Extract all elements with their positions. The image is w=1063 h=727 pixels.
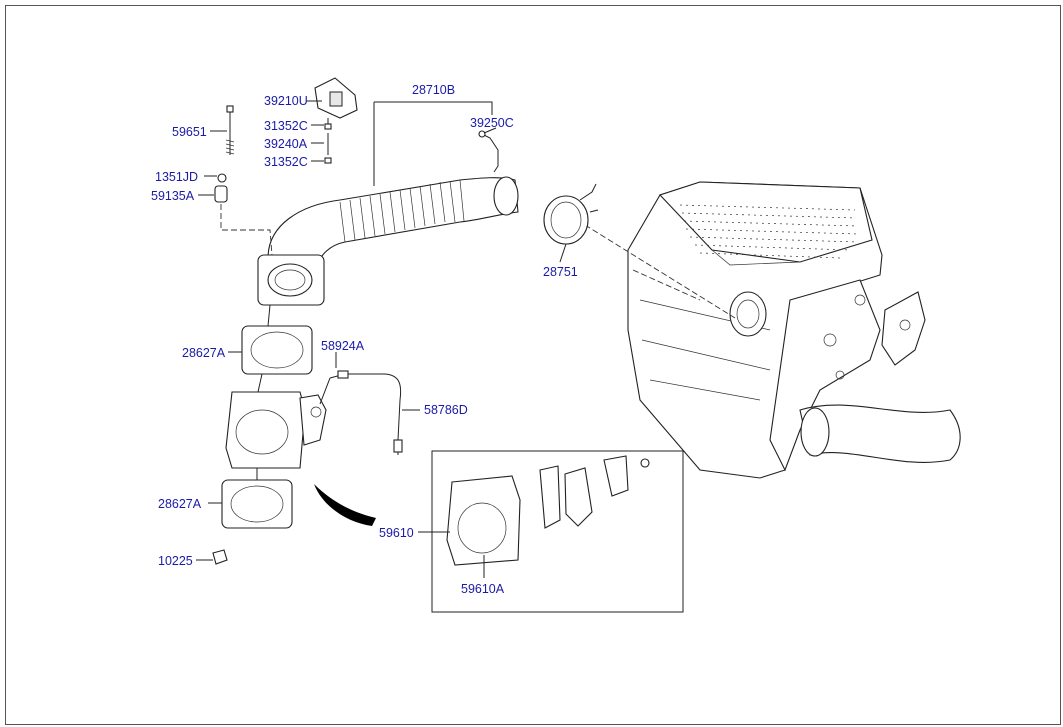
- tube-39250C[interactable]: [478, 130, 499, 173]
- label-31352C-lower[interactable]: 31352C: [264, 155, 308, 169]
- outlet-pipe: [799, 404, 961, 463]
- spacer-59135A[interactable]: [214, 185, 228, 203]
- label-58786D[interactable]: 58786D: [424, 403, 468, 417]
- label-1351JD[interactable]: 1351JD: [155, 170, 198, 184]
- label-28627A-lower[interactable]: 28627A: [158, 497, 202, 511]
- nut-10225[interactable]: [212, 549, 228, 565]
- label-31352C-upper[interactable]: 31352C: [264, 119, 308, 133]
- bellows-corrugation: [339, 179, 465, 243]
- washer-1351JD[interactable]: [217, 173, 227, 183]
- pressure-sensor-39210U[interactable]: [314, 77, 358, 128]
- gasket-lower[interactable]: [221, 479, 293, 529]
- leader-lines: [196, 100, 567, 578]
- label-58924A[interactable]: 58924A: [321, 339, 365, 353]
- diagram-frame: [5, 5, 1061, 725]
- label-28751[interactable]: 28751: [543, 265, 578, 279]
- label-28627A-upper[interactable]: 28627A: [182, 346, 226, 360]
- mounting-bracket: [769, 279, 926, 472]
- pipe-58786D[interactable]: [329, 370, 403, 455]
- flex-pipe[interactable]: [257, 176, 519, 306]
- throttle-body-left[interactable]: [225, 391, 327, 469]
- throttle-body-detail[interactable]: [446, 455, 650, 566]
- label-10225[interactable]: 10225: [158, 554, 193, 568]
- bolt-59651[interactable]: [225, 105, 235, 155]
- clip-31352C-upper[interactable]: [324, 123, 332, 130]
- label-59135A[interactable]: 59135A: [151, 189, 195, 203]
- callout-pointer: [314, 484, 376, 526]
- label-59610A[interactable]: 59610A: [461, 582, 505, 596]
- vent-holes-pattern: [679, 204, 859, 259]
- clip-31352C-lower[interactable]: [324, 157, 332, 164]
- label-28710B[interactable]: 28710B: [412, 83, 455, 97]
- muffler-assembly[interactable]: [584, 181, 961, 479]
- gasket-upper[interactable]: [241, 325, 313, 375]
- label-59651[interactable]: 59651: [172, 125, 207, 139]
- label-59610[interactable]: 59610: [379, 526, 414, 540]
- clamp-28751[interactable]: [543, 183, 599, 245]
- label-39210U[interactable]: 39210U: [264, 94, 308, 108]
- label-39240A[interactable]: 39240A: [264, 137, 308, 151]
- label-39250C[interactable]: 39250C: [470, 116, 514, 130]
